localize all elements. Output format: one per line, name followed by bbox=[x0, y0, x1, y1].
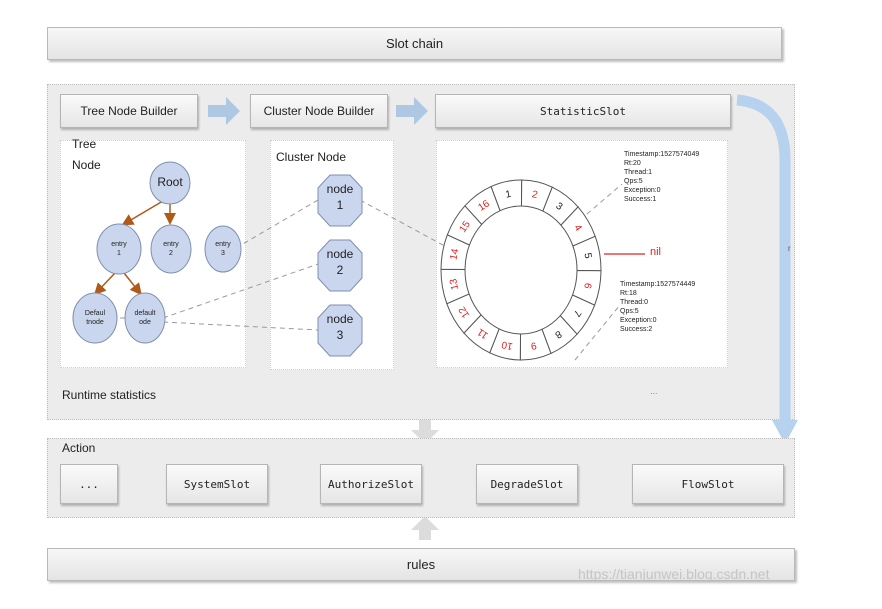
stat-line: Qps:5 bbox=[620, 308, 639, 315]
slot-chain-title: Slot chain bbox=[385, 36, 444, 51]
authorize-slot-box: AuthorizeSlot bbox=[320, 464, 422, 504]
tree-node-builder-label: Tree Node Builder bbox=[80, 104, 178, 118]
ring-segment-label: 9 bbox=[529, 339, 537, 351]
stat-line: Qps:5 bbox=[624, 178, 643, 185]
action-dots-label: ... bbox=[79, 477, 99, 491]
stat-line: Rt:20 bbox=[624, 160, 641, 167]
ring-segment-label: 10 bbox=[500, 338, 514, 351]
authorize-slot-label: AuthorizeSlot bbox=[327, 477, 415, 491]
rules-label: rules bbox=[406, 557, 436, 572]
stat-line: Thread:1 bbox=[624, 169, 653, 176]
stat-line: Exception:0 bbox=[620, 317, 657, 324]
ring-segment-label: 7 bbox=[570, 308, 582, 319]
runtime-dots: ... bbox=[650, 386, 658, 396]
stat-line: Timestamp:1527574449 bbox=[620, 281, 696, 288]
cluster-node3-hex bbox=[317, 304, 363, 357]
tree-default2-node bbox=[124, 292, 166, 344]
tree-root-node bbox=[149, 161, 191, 205]
ring-segment-label: 4 bbox=[571, 223, 583, 234]
action-label: Action bbox=[62, 441, 96, 455]
arrow-rules-to-action bbox=[411, 516, 439, 540]
arrow-runtime-to-action bbox=[411, 420, 439, 444]
degrade-slot-label: DegradeSlot bbox=[490, 477, 564, 491]
ring-segment bbox=[464, 185, 501, 226]
action-dots-box: ... bbox=[60, 464, 118, 504]
ring-segment-label: 6 bbox=[581, 282, 593, 290]
arrow-cluster-to-statistic bbox=[396, 97, 428, 125]
tree-node-builder-box: Tree Node Builder bbox=[60, 94, 198, 128]
system-slot-box: SystemSlot bbox=[166, 464, 268, 504]
cluster-node2-hex bbox=[317, 239, 363, 292]
tree-entry2-node bbox=[150, 224, 192, 274]
stat-line: Rt:18 bbox=[620, 290, 637, 297]
stat-line: Timestamp:1527574049 bbox=[624, 151, 700, 158]
tree-title-line1: Tree bbox=[72, 137, 97, 151]
stat-line: Success:2 bbox=[620, 326, 653, 333]
stat-line: Exception:0 bbox=[624, 187, 661, 194]
flow-slot-label: FlowSlot bbox=[681, 477, 735, 491]
cluster-node1-hex bbox=[317, 174, 363, 227]
rules-bar: rules bbox=[47, 548, 795, 581]
ring-segment-label: 13 bbox=[448, 277, 461, 290]
side-mark: r bbox=[788, 244, 791, 253]
cluster-title: Cluster Node bbox=[276, 150, 347, 164]
ring-segment-label: 8 bbox=[552, 328, 563, 340]
cluster-node-builder-label: Cluster Node Builder bbox=[263, 104, 375, 118]
curved-arrow-to-flowslot bbox=[736, 94, 791, 420]
stat-line: Thread:0 bbox=[620, 299, 649, 306]
cluster-node-builder-box: Cluster Node Builder bbox=[250, 94, 388, 128]
degrade-slot-box: DegradeSlot bbox=[476, 464, 578, 504]
ring-segment-label: 5 bbox=[581, 252, 593, 260]
tree-entry3-node bbox=[204, 225, 242, 273]
ring-segment-label: 14 bbox=[448, 247, 461, 261]
tree-default1-node bbox=[72, 292, 118, 344]
stat-line: Success:1 bbox=[624, 196, 657, 203]
ring-segment-label: 2 bbox=[531, 189, 539, 201]
tree-root-label: Root bbox=[157, 175, 183, 189]
runtime-statistics-label: Runtime statistics bbox=[62, 388, 157, 402]
statistic-slot-box: StatisticSlot bbox=[435, 94, 731, 128]
tree-title-line2: Node bbox=[72, 158, 101, 172]
tree-entry1-node bbox=[96, 223, 142, 275]
nil-label: nil bbox=[650, 246, 662, 258]
slot-chain-bar: Slot chain bbox=[47, 27, 782, 60]
flow-slot-box: FlowSlot bbox=[632, 464, 784, 504]
stat-bottom-block: Timestamp:1527574449 Rt:18 Thread:0 Qps:… bbox=[620, 280, 728, 334]
system-slot-label: SystemSlot bbox=[183, 477, 251, 491]
ring-segment-label: 3 bbox=[554, 201, 565, 213]
statistic-slot-label: StatisticSlot bbox=[539, 104, 627, 118]
stat-top-block: Timestamp:1527574049 Rt:20 Thread:1 Qps:… bbox=[624, 150, 728, 204]
ring-segment-label: 1 bbox=[505, 189, 513, 201]
watermark: https://tianjunwei.blog.csdn.net bbox=[578, 566, 770, 582]
arrow-tree-to-cluster bbox=[208, 97, 240, 125]
